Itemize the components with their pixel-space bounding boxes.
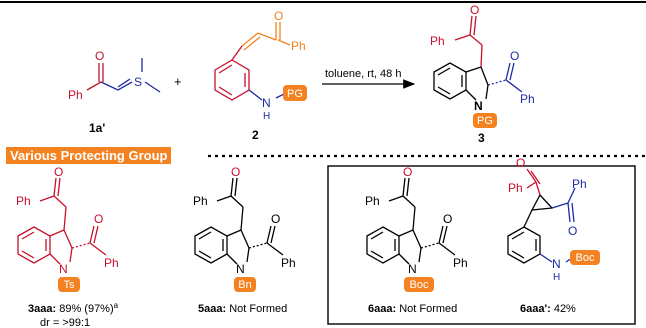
atom-S: S: [134, 75, 142, 89]
atom-H: H: [553, 272, 560, 283]
pg-tag-boc: [404, 277, 434, 292]
pg-tag-boc-label: Boc: [576, 252, 595, 264]
example-6aaa-result: 6aaa: Not Formed: [368, 303, 457, 315]
compound-id: 6aaa': [520, 303, 547, 315]
example-3aaa-result: 3aaa: 89% (97%)a: [28, 301, 119, 315]
reagent-2-structure: [214, 22, 291, 101]
atom-Ph: Ph: [365, 194, 380, 208]
atom-O: O: [403, 165, 412, 179]
atom-N: N: [408, 262, 417, 276]
yield-text: 89% (97%): [56, 303, 113, 315]
pg-tag-boc: [570, 250, 600, 265]
pg-tag-ts: [58, 277, 80, 292]
atom-H: H: [263, 111, 270, 122]
atom-Ph: Ph: [508, 181, 523, 195]
pg-tag-bn-label: Bn: [238, 279, 251, 291]
plus-sign: +: [174, 74, 182, 89]
pg-tag-boc-label: Boc: [410, 279, 429, 291]
example-6aaa-structure: [366, 177, 456, 265]
compound-id: 5aaa: [198, 303, 223, 315]
atom-Ph: Ph: [572, 177, 587, 191]
example-5aaa-result: 5aaa: Not Formed: [198, 303, 287, 315]
pg-tag-bn: [234, 277, 256, 292]
atom-O: O: [95, 49, 104, 63]
compound-id: 6aaa: [368, 303, 393, 315]
pg-tag: [283, 85, 307, 101]
yield-text: Not Formed: [226, 303, 287, 315]
compound-id: 3aaa: [28, 303, 53, 315]
comparison-box: [327, 165, 636, 325]
atom-N: N: [59, 262, 68, 276]
atom-O: O: [54, 165, 63, 179]
compound-1a-label: 1a': [89, 121, 105, 135]
pg-tag: [473, 113, 497, 128]
atom-Ph: Ph: [520, 92, 535, 106]
example-3aaa-structure: [17, 177, 107, 265]
footnote-mark: a: [114, 301, 119, 310]
yield-text: Not Formed: [396, 303, 457, 315]
compound-3-label: 3: [478, 131, 485, 145]
example-6aaa-prime-result: 6aaa': 42%: [520, 303, 576, 315]
atom-O: O: [271, 212, 280, 226]
atom-Ph: Ph: [104, 256, 119, 270]
reaction-conditions: toluene, rt, 48 h: [325, 68, 401, 80]
atom-N: N: [236, 262, 245, 276]
atom-N: N: [552, 257, 561, 271]
atom-O: O: [94, 212, 103, 226]
example-3aaa-dr: dr = >99:1: [40, 317, 90, 328]
atom-O: O: [568, 224, 577, 238]
yield-text: 42%: [551, 303, 576, 315]
atom-O: O: [510, 49, 519, 63]
pg-tag-label: PG: [287, 88, 303, 100]
atom-Ph: Ph: [68, 88, 83, 102]
atom-Ph: Ph: [453, 256, 468, 270]
atom-O: O: [231, 165, 240, 179]
atom-Ph: Ph: [430, 34, 445, 48]
atom-Ph: Ph: [281, 256, 296, 270]
pg-tag-label: PG: [477, 115, 493, 127]
example-6aaa-prime-structure: [507, 168, 576, 264]
example-5aaa-structure: [194, 177, 284, 265]
atom-Ph: Ph: [193, 194, 208, 208]
atom-Ph: Ph: [16, 194, 31, 208]
atom-O: O: [443, 212, 452, 226]
atom-O: O: [516, 156, 525, 170]
atom-O: O: [274, 9, 283, 23]
compound-2-label: 2: [252, 128, 259, 142]
atom-Ph: Ph: [291, 39, 306, 53]
atom-N: N: [474, 99, 483, 113]
reagent-1a-structure: [86, 58, 161, 93]
pg-tag-ts-label: Ts: [64, 279, 76, 291]
section-title: Various Protecting Group: [6, 147, 172, 164]
product-3-structure: [433, 15, 523, 101]
atom-O: O: [470, 3, 479, 17]
atom-N: N: [262, 96, 271, 110]
